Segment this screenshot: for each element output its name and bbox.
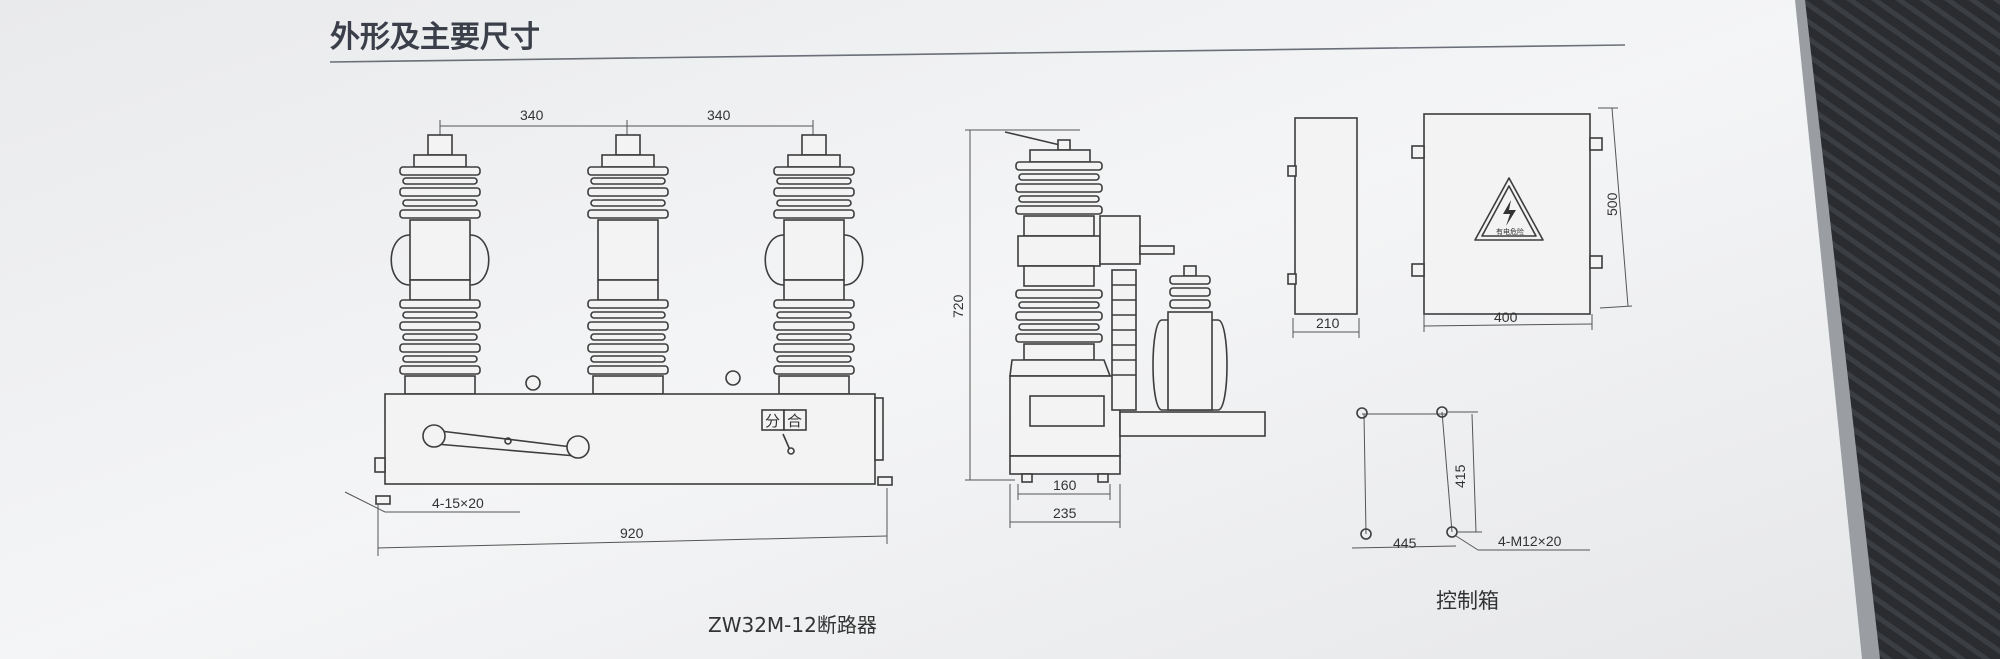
operating-handle: [422, 424, 590, 459]
heading-rule: [329, 44, 1626, 63]
paper-sheet: [0, 0, 1862, 659]
dim-front-height-line: [1611, 107, 1629, 307]
control-box-side-view: 210: [1287, 117, 1360, 338]
indicator-open: 分: [765, 412, 780, 430]
warning-text: 有电危险: [1496, 227, 1524, 236]
breaker-side-view: 720: [950, 129, 1266, 528]
dim-spacing: 340 340: [439, 107, 814, 140]
dim-front-width-line: [1423, 323, 1593, 327]
indicator-close: 合: [787, 412, 802, 430]
dim-front-height: 500: [1604, 192, 1620, 216]
dim-height: 720: [950, 294, 966, 318]
control-box-caption: 控制箱: [1436, 589, 1499, 613]
dim-mount-height-line: [1471, 413, 1477, 533]
dim-mount-holes: 4-M12×20: [1498, 533, 1562, 549]
dim-holes: 4-15×20: [432, 495, 484, 511]
page-edge-shadow: [1790, 0, 1880, 659]
warning-sign: 有电危险: [1474, 177, 1544, 241]
mounting-hole-pattern: 415 445 4-M12×20: [1351, 406, 1590, 551]
breaker-front-view: 340 340: [344, 107, 893, 637]
pole-left: [390, 134, 490, 395]
dim-mount-width: 445: [1393, 535, 1417, 551]
pole-right: [764, 134, 864, 395]
control-box-front-view: 有电危险 500 400: [1411, 107, 1633, 332]
breaker-caption: ZW32M-12断路器: [708, 613, 877, 637]
dim-spacing-1: 340: [520, 107, 544, 123]
page-heading: 外形及主要尺寸: [330, 20, 540, 55]
breaker-housing: [384, 393, 876, 485]
box-side: [1294, 117, 1358, 315]
dim-side-width: 210: [1316, 315, 1340, 331]
dim-front-width: 400: [1494, 309, 1518, 325]
indicator-close-box: [783, 409, 807, 431]
dim-spacing-2: 340: [707, 107, 731, 123]
dim-mount-width-line: [1351, 545, 1457, 549]
dim-mount-height: 415: [1452, 464, 1468, 488]
pole-middle: [587, 134, 669, 395]
dim-width: 920: [620, 525, 644, 541]
dim-depth-inner: 160: [1053, 477, 1077, 493]
dim-depth: 235: [1053, 505, 1077, 521]
lightning-icon: [1503, 200, 1516, 226]
dim-width-line: [377, 535, 888, 549]
